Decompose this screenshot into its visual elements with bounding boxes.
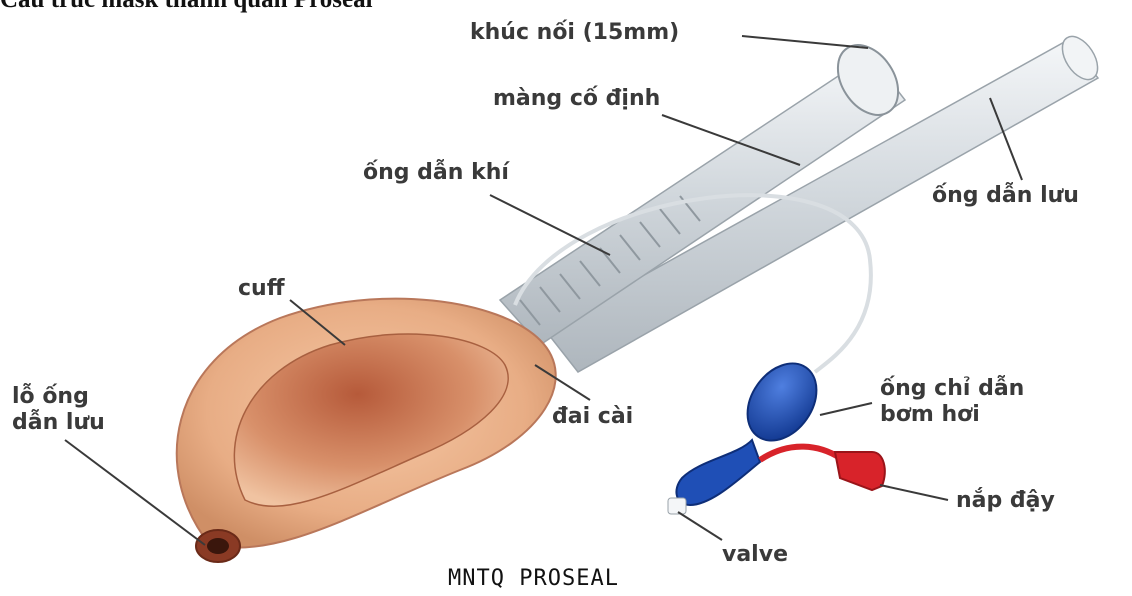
connector-leader [742, 36, 868, 48]
cuff-assembly [177, 299, 556, 562]
pilot-balloon-shape [733, 350, 830, 453]
figure-caption-top: Cấu trúc mask thanh quản Proseal [0, 0, 373, 14]
valve-tip-shape [668, 498, 686, 514]
label-cuff: cuff [238, 276, 285, 302]
label-valve: valve [722, 542, 788, 568]
label-connector: khúc nối (15mm) [470, 20, 679, 46]
label-airway-tube: ống dẫn khí [363, 160, 509, 186]
valve-leader [678, 512, 722, 540]
valve-assembly [668, 350, 885, 514]
label-pilot-line: ống chỉ dẫn bơm hơi [880, 376, 1024, 428]
cap-tether-shape [760, 447, 840, 460]
label-drain-port: lỗ ống dẫn lưu [12, 384, 105, 436]
pilot-line-leader [820, 403, 872, 415]
label-drain-tube: ống dẫn lưu [932, 183, 1079, 209]
cap-leader [880, 485, 948, 500]
drain-port-hole [207, 538, 229, 554]
label-bite-block: màng cố định [493, 86, 660, 112]
figure-caption-bottom: MNTQ PROSEAL [448, 566, 619, 591]
label-cap: nắp đậy [956, 488, 1055, 514]
airway-tube-leader [490, 195, 610, 255]
valve-body-shape [676, 440, 760, 505]
cap-shape [835, 452, 885, 490]
label-strap: đai cài [552, 404, 633, 430]
